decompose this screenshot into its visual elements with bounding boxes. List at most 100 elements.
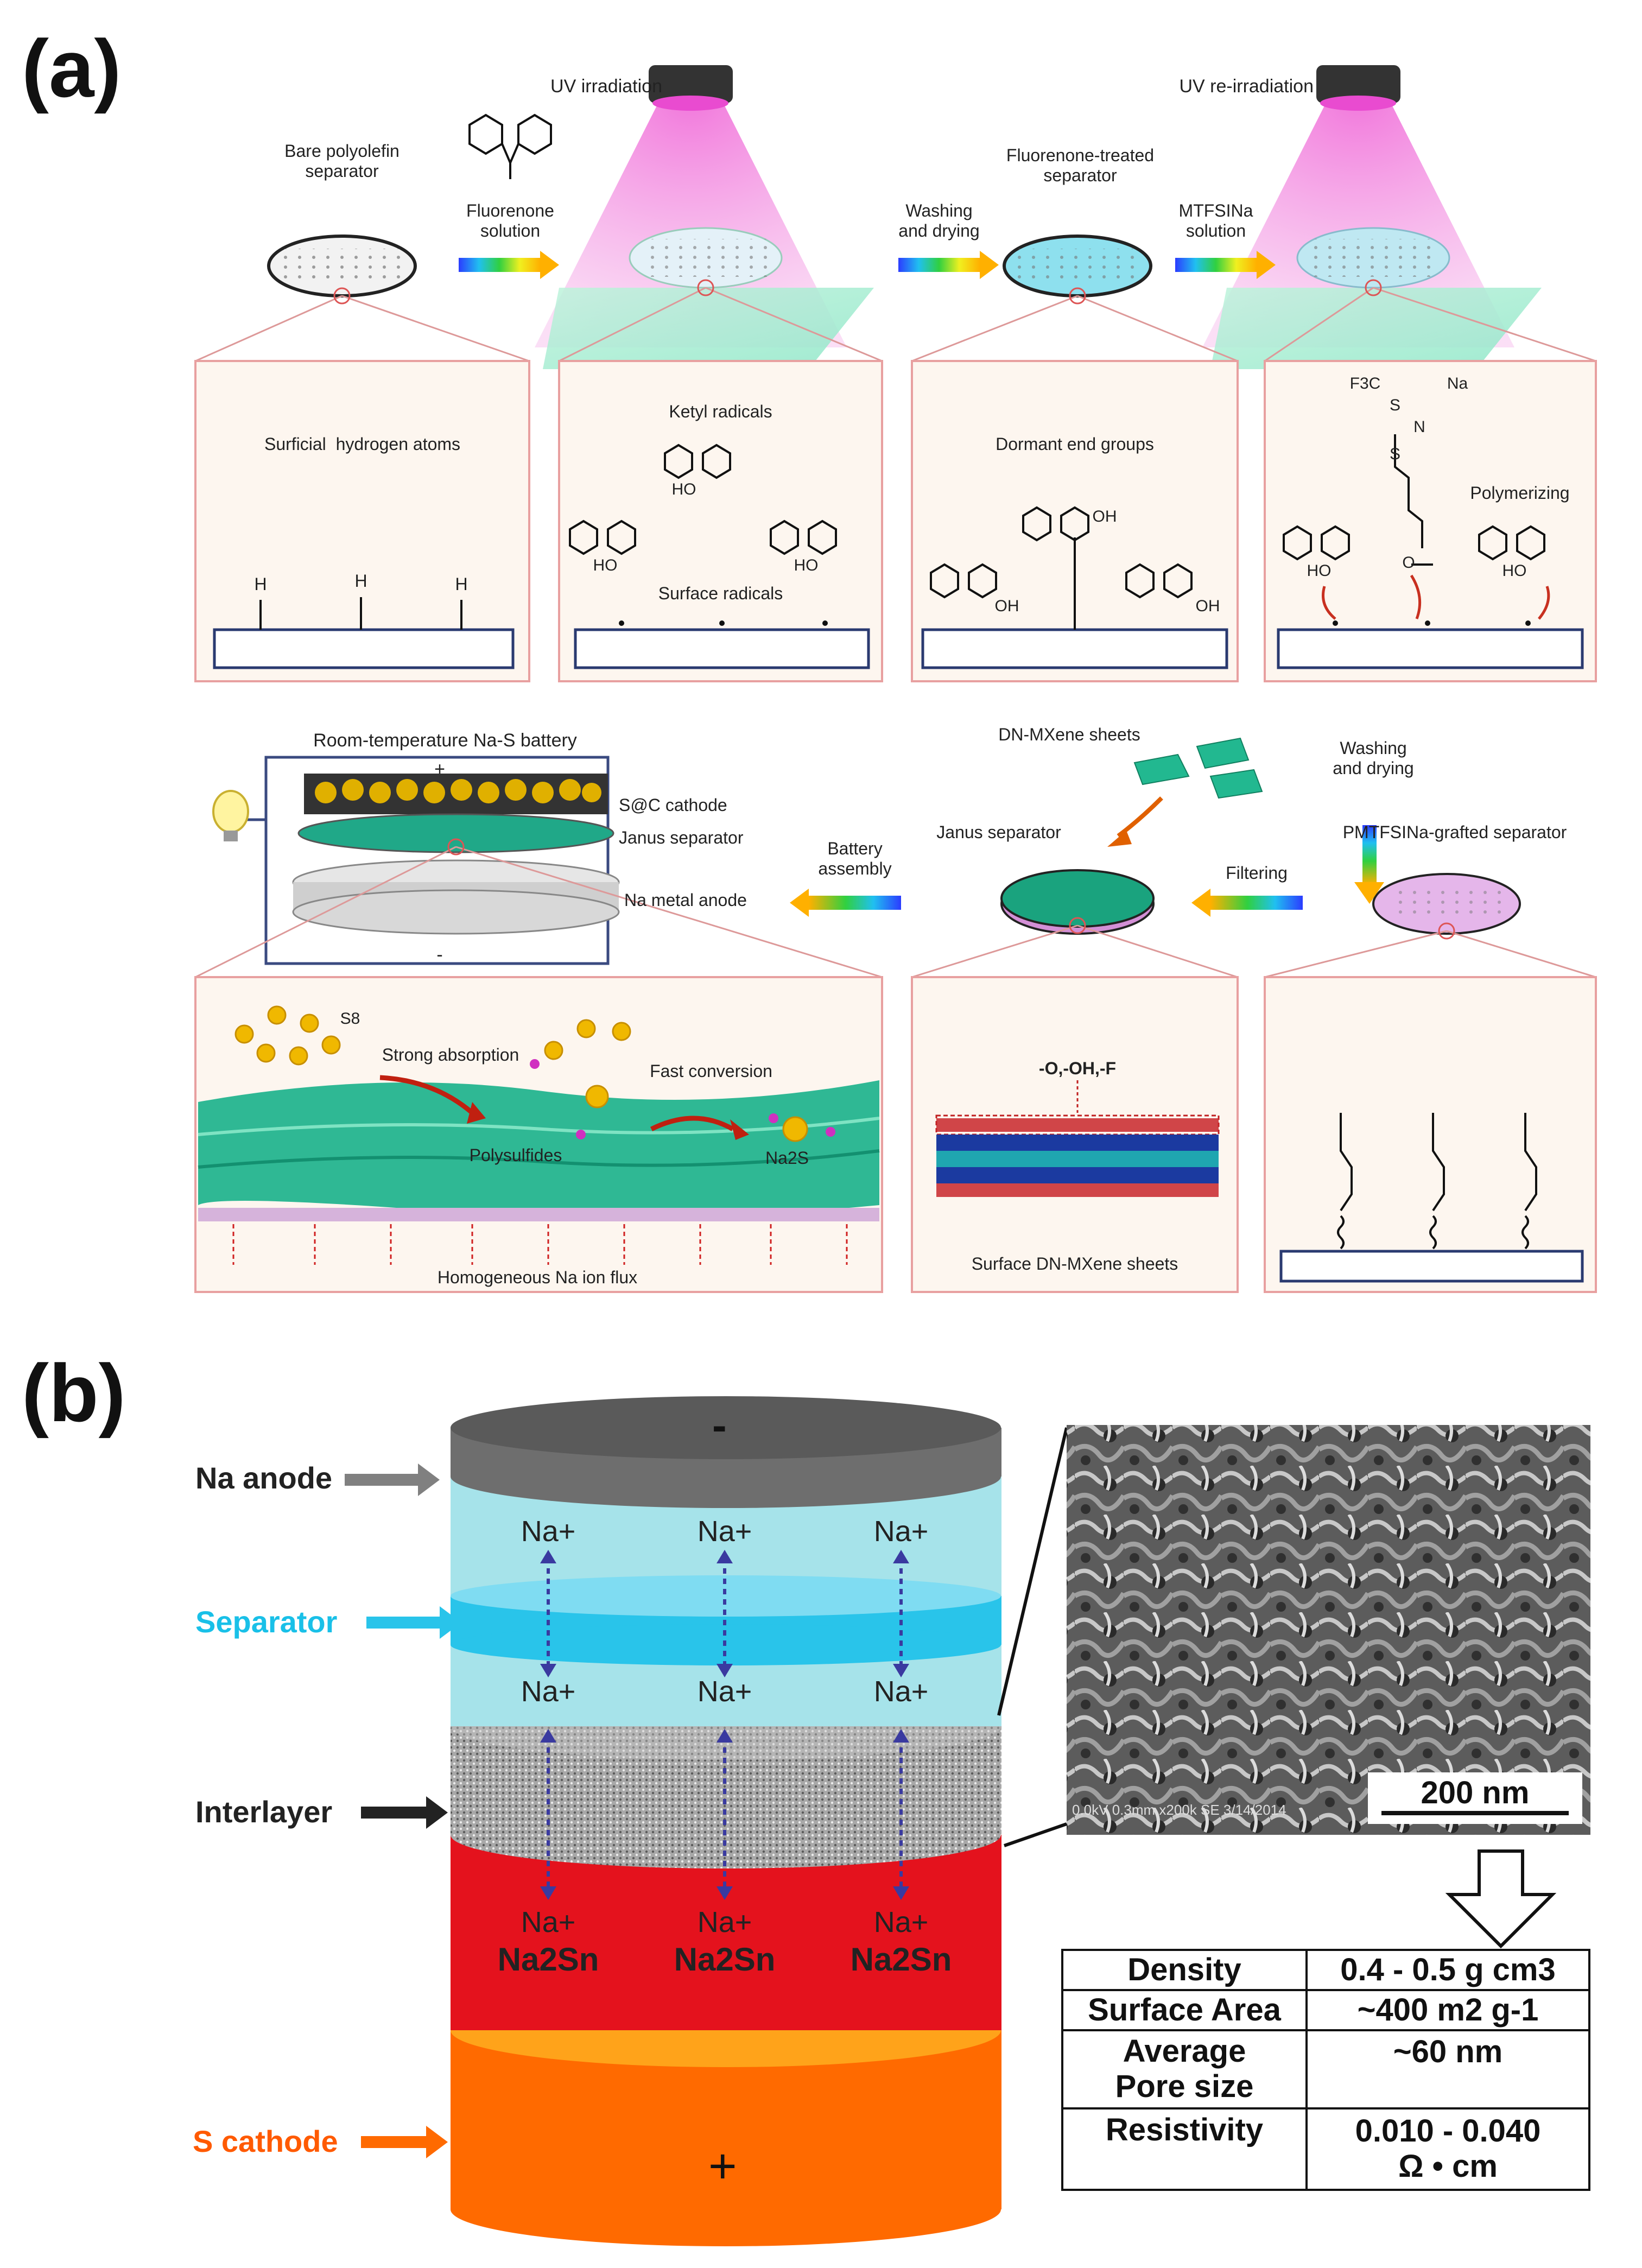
fluorenone-molecule-icon (468, 113, 552, 179)
na-anode-label: Na anode (195, 1461, 333, 1495)
panel-b-label: (b) (22, 1347, 126, 1439)
o-label: O (1402, 554, 1415, 572)
na-anode-layer (451, 1396, 1001, 1508)
surface-groups-label: -O,-OH,-F (1038, 1059, 1117, 1078)
janus-separator-label: Janus separator (936, 822, 1061, 842)
battery-title: Room-temperature Na-S battery (313, 730, 577, 751)
sc-cathode-label: S@C cathode (619, 795, 727, 815)
na-anode-battery-label: Na metal anode (624, 890, 747, 910)
box3-title: Dormant end groups (996, 434, 1154, 454)
dn-mxene-label: DN-MXene sheets (998, 725, 1140, 744)
n-label: N (1413, 418, 1425, 436)
bare-separator-label: Bare polyolefin separator (284, 141, 400, 181)
na2sn-label: Na2Sn (497, 1941, 599, 1978)
na-ion-flux-label: Homogeneous Na ion flux (437, 1268, 638, 1287)
property-value: 0.010 - 0.040 Ω • cm (1305, 2107, 1590, 2191)
down-arrow-icon (1445, 1849, 1557, 1949)
battery-minus-sign: - (436, 945, 443, 965)
table-row: Average Pore size ~60 nm (1061, 2029, 1590, 2109)
panel-a-diagram (194, 65, 1597, 1293)
fluorenone-solution-label: Fluorenone solution (466, 201, 554, 240)
s-cathode-label: S cathode (193, 2124, 338, 2158)
anode-minus-sign: - (712, 1401, 727, 1449)
s-label: S (1389, 396, 1400, 414)
na-ion-label: Na+ (873, 1675, 929, 1708)
h-atom-label: H (354, 571, 367, 591)
arrow-icon (361, 1796, 448, 1829)
oh-label: OH (994, 597, 1019, 615)
battery-plus-sign: + (434, 759, 445, 780)
s8-label: S8 (340, 1010, 360, 1028)
f3c-label: F3C (1349, 375, 1381, 392)
process-arrow (1354, 825, 1384, 904)
property-value: ~400 m2 g-1 (1305, 1989, 1590, 2031)
strong-absorption-label: Strong absorption (382, 1045, 519, 1065)
uv-lamp-icon (1202, 65, 1514, 347)
washing-drying-label: Washing and drying (898, 201, 980, 240)
mxene-sheet-icon (1133, 737, 1263, 799)
mtfsina-solution-label: MTFSINa solution (1178, 201, 1253, 240)
ho-label: HO (794, 556, 819, 574)
separator-layer (451, 1575, 1001, 1665)
pmtfsina-separator-label: PMTFSINa-grafted separator (1342, 822, 1567, 842)
na2sn-label: Na2Sn (674, 1941, 776, 1978)
process-arrow (898, 251, 999, 279)
na-ion-label: Na+ (521, 1906, 576, 1938)
treated-separator-label: Fluorenone-treated separator (1006, 145, 1155, 185)
table-row: Surface Area ~400 m2 g-1 (1061, 1989, 1590, 2031)
detail-box (194, 976, 883, 1293)
na-ion-label: Na+ (697, 1675, 752, 1708)
treated-separator-disc (1003, 235, 1152, 297)
process-arrow (790, 889, 901, 917)
pmtfsina-separator-disc (1372, 873, 1521, 935)
s-cathode-layer (451, 1993, 1001, 2246)
arrow-icon (361, 2126, 448, 2158)
na-ion-label: Na+ (697, 1906, 752, 1938)
arrow-icon (366, 1606, 461, 1639)
glass-plate (543, 288, 874, 369)
detail-box (911, 976, 1239, 1293)
na-ion-label: Na+ (873, 1906, 929, 1938)
property-value: ~60 nm (1305, 2029, 1590, 2109)
sem-scale-label: 200 nm (1421, 1775, 1530, 1810)
properties-table: Density 0.4 - 0.5 g cm3 Surface Area ~40… (1061, 1949, 1590, 2191)
arrow-icon (345, 1464, 440, 1496)
process-arrow (459, 251, 559, 279)
detail-box (194, 360, 530, 682)
janus-separator-disc (1000, 869, 1155, 935)
ho-label: HO (593, 556, 618, 574)
oh-label: OH (1195, 597, 1220, 615)
ho-label: HO (671, 480, 696, 498)
property-name: Average Pore size (1061, 2029, 1308, 2109)
interlayer-label: Interlayer (195, 1795, 333, 1829)
uv-lamp-icon (535, 65, 847, 347)
property-value: 0.4 - 0.5 g cm3 (1305, 1949, 1590, 1991)
na2s-label: Na2S (765, 1148, 809, 1168)
property-name: Density (1061, 1949, 1308, 1991)
box2-title: Ketyl radicals (669, 402, 772, 421)
box2-subtitle: Surface radicals (658, 584, 783, 603)
process-arrow (1175, 251, 1276, 279)
separator-label: Separator (195, 1605, 338, 1639)
table-row: Density 0.4 - 0.5 g cm3 (1061, 1949, 1590, 1991)
s-label: S (1389, 445, 1400, 463)
ho-label: HO (1307, 562, 1332, 580)
panel-a-label: (a) (22, 23, 122, 114)
na-ion-label: Na+ (697, 1515, 752, 1548)
na-ion-label: Na+ (521, 1515, 576, 1548)
box1-title: Surficial hydrogen atoms (264, 434, 461, 454)
na-label: Na (1447, 375, 1468, 392)
detail-box (1264, 360, 1597, 682)
h-atom-label: H (254, 574, 267, 594)
detail-box (1264, 976, 1597, 1293)
janus-separator-battery-label: Janus separator (619, 828, 744, 847)
h-atom-label: H (455, 574, 468, 594)
sem-caption: 0.0kV 0.3mm x200k SE 3/14/2014 (1072, 1802, 1286, 1818)
polysulfides-label: Polysulfides (469, 1145, 562, 1165)
cathode-plus-sign: + (708, 2139, 737, 2194)
battery-illustration (212, 756, 620, 965)
property-name: Surface Area (1061, 1989, 1308, 2031)
box4-title: Polymerizing (1470, 483, 1570, 503)
filtering-label: Filtering (1226, 863, 1288, 883)
uv-irradiation-label: UV irradiation (550, 76, 662, 97)
